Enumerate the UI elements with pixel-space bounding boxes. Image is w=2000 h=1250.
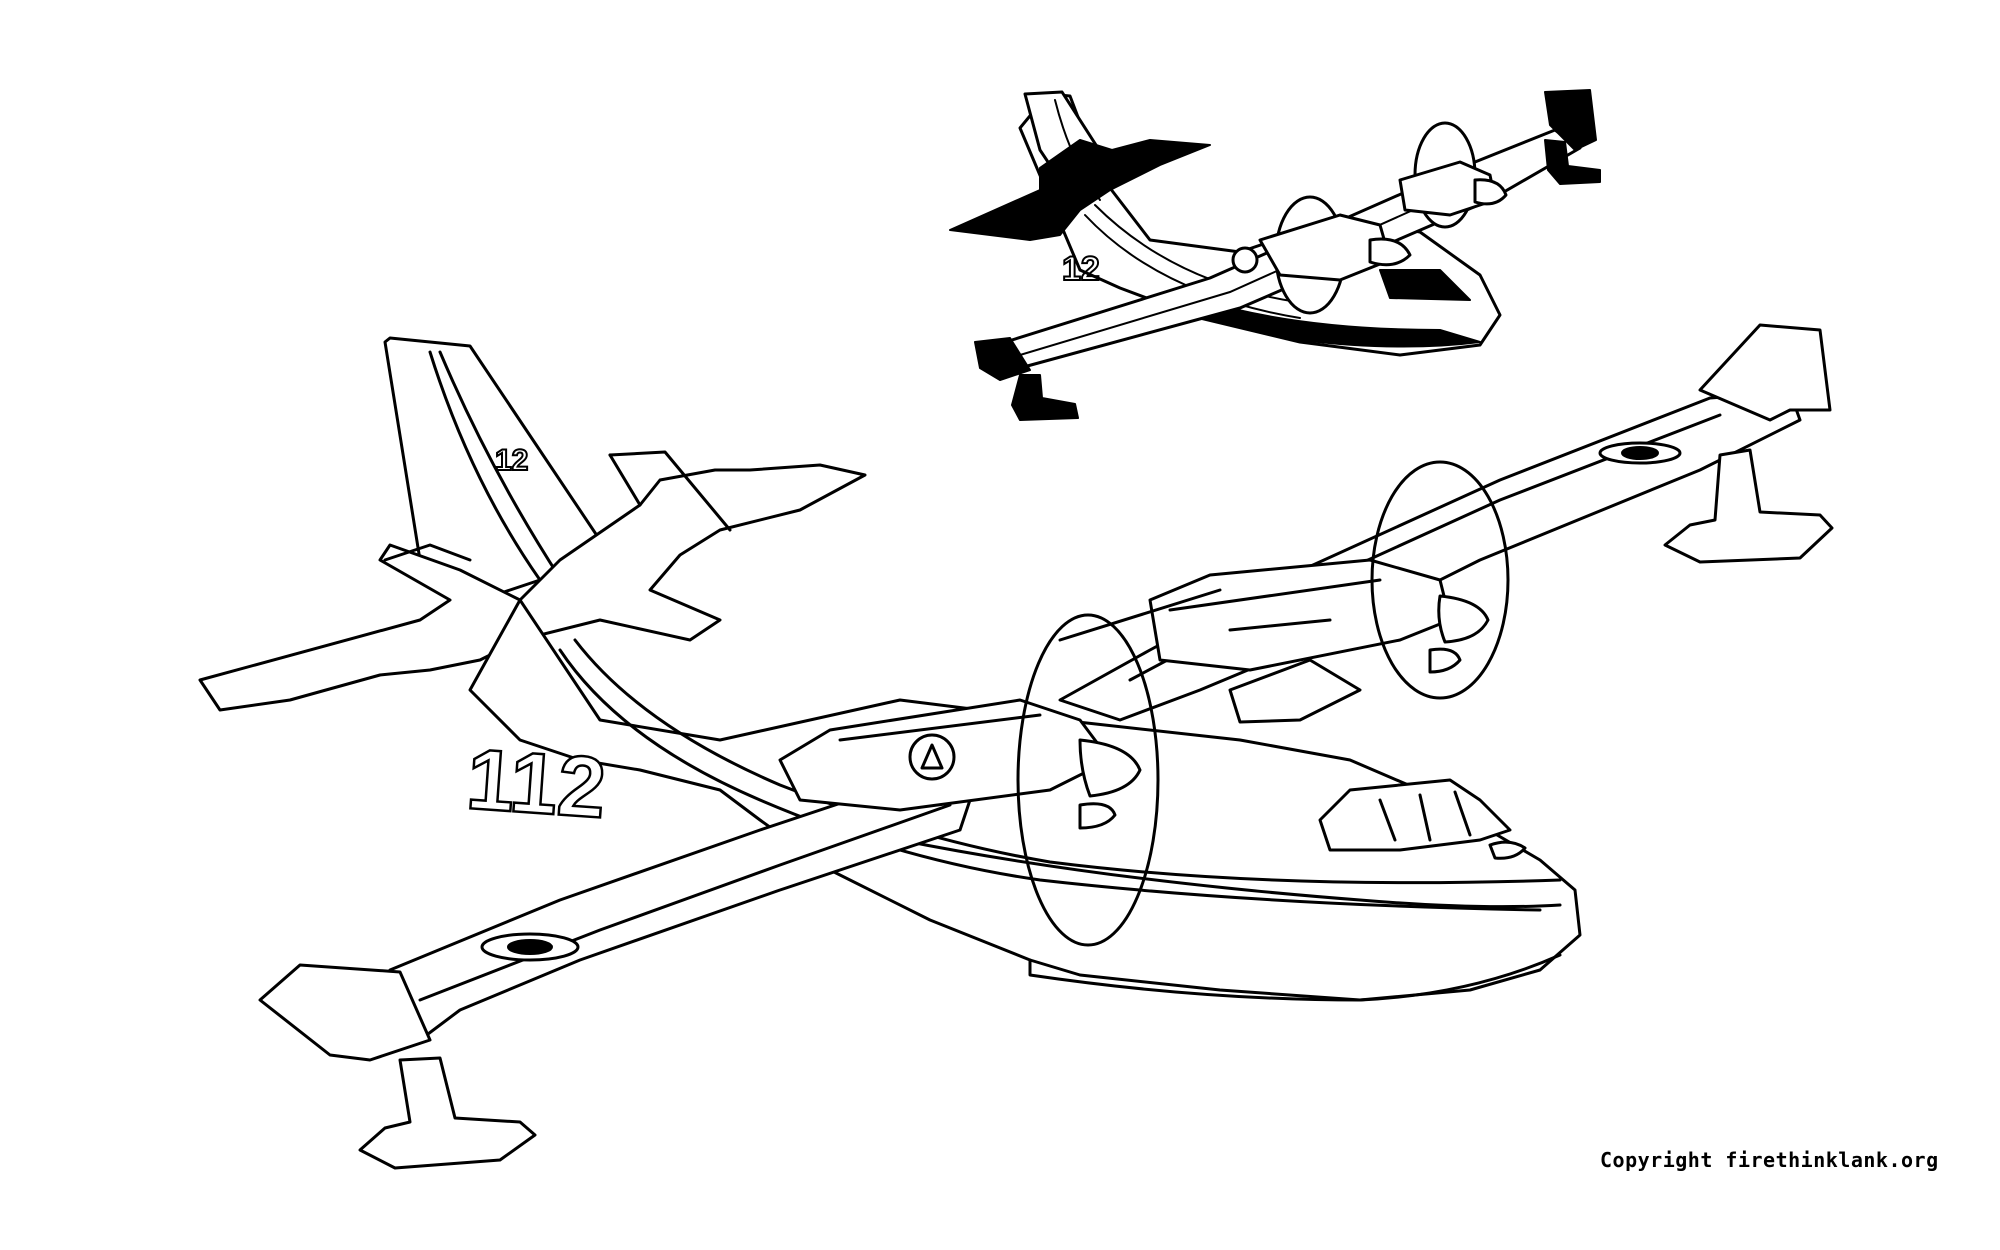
- large-seaplane-illustration: 12 112: [198, 323, 1834, 1170]
- small-seaplane-illustration: 12: [949, 89, 1601, 421]
- large-plane-tail-mark: 12: [495, 444, 528, 477]
- copyright-footer: Copyright firethinklank.org: [1600, 1148, 1939, 1172]
- large-plane-tail-number: 112: [464, 731, 609, 836]
- small-plane-tail-mark: 12: [1062, 250, 1100, 288]
- strut-line: [1058, 588, 1222, 642]
